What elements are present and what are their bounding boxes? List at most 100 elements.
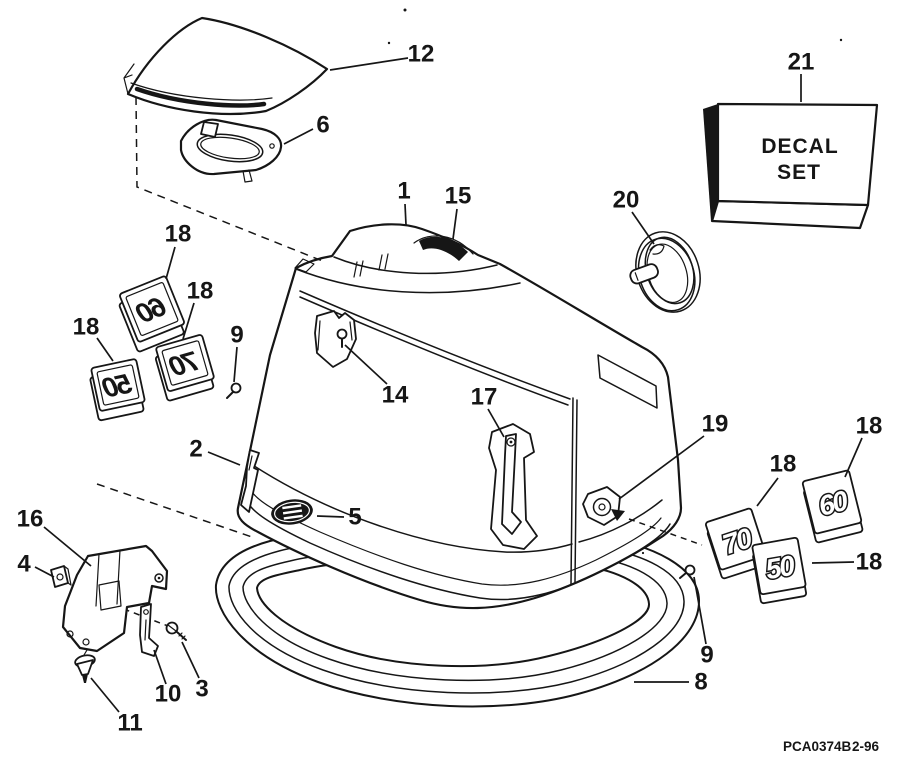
emblem-mirrored-50: 50: [89, 358, 146, 422]
callout-21-2: 21: [788, 49, 815, 76]
bracket-fold-line: [95, 549, 121, 607]
latch-pivot: [506, 437, 516, 447]
speck: [403, 8, 407, 12]
callout-leader-18-18: [811, 561, 855, 564]
latch-pivot-pin: [509, 440, 513, 444]
emblem-plate: [751, 536, 807, 596]
callout-17-11: 17: [471, 384, 498, 411]
front-latch-fold: [317, 320, 353, 351]
callout-3-23: 3: [195, 676, 208, 703]
lanyard-clip: [629, 263, 659, 285]
screw-shank: [176, 631, 187, 641]
align-keeper-to-screw: [628, 518, 703, 546]
box-front-face: [716, 102, 879, 207]
callout-leader-17-11: [487, 408, 505, 438]
brand-badge: [271, 499, 313, 525]
screw-slot: [167, 624, 177, 632]
callout-11-24: 11: [117, 710, 142, 737]
callout-leader-15-4: [452, 208, 458, 240]
side-latch-lever: [488, 423, 538, 550]
support-bracket-group: [50, 544, 187, 683]
trim-strip: [240, 449, 260, 513]
callout-leader-9-9: [233, 346, 238, 383]
gasket-hole: [269, 143, 275, 149]
callout-leader-1-3: [404, 203, 407, 226]
flange-line-1: [245, 499, 671, 601]
callout-leader-18-14: [844, 437, 863, 478]
side-face-stripe: [597, 354, 658, 409]
latch-lever-bar: [501, 433, 522, 535]
callout-9-9: 9: [230, 322, 243, 349]
badge-bar: [282, 504, 302, 510]
emblem-plate: [90, 358, 146, 412]
screw-shank: [226, 391, 234, 399]
clamp-slot: [144, 619, 147, 641]
deck-front-edge: [295, 268, 521, 294]
callout-leader-10-22: [153, 649, 167, 685]
hump-base-line: [333, 256, 498, 275]
callout-leader-11-24: [90, 677, 120, 713]
drawing-date: 2-96: [852, 739, 880, 754]
deck-vent-tick: [353, 260, 364, 278]
callout-16-17: 16: [17, 506, 44, 533]
bracket-foot-hole: [82, 638, 90, 646]
screw-head: [230, 382, 242, 394]
callout-leader-18-15: [756, 477, 779, 507]
callout-12-0: 12: [408, 41, 435, 68]
align-cover-to-cowl: [135, 96, 326, 263]
screw-shank: [679, 572, 687, 579]
flange-line-2: [251, 491, 662, 586]
callout-15-4: 15: [445, 183, 472, 210]
keeper-hole: [598, 503, 606, 511]
bracket-cutout: [98, 580, 122, 611]
bracket-foot-hole: [66, 630, 74, 638]
top-cover: [123, 16, 329, 116]
lanyard-hook: [649, 244, 665, 255]
callout-5-16: 5: [348, 504, 361, 531]
callout-leader-5-16: [316, 515, 345, 518]
screw-threads: [178, 632, 186, 640]
callout-18-6: 18: [165, 221, 192, 248]
plug-tip: [82, 674, 88, 683]
lower-crease-front: [247, 461, 573, 553]
gasket-opening-inner: [200, 136, 260, 160]
trim-strip-shape: [240, 449, 260, 513]
callout-8-21: 8: [694, 669, 707, 696]
badge-inner-ring: [274, 501, 310, 523]
callout-18-14: 18: [856, 413, 883, 440]
callout-19-13: 19: [702, 411, 729, 438]
callout-leader-18-7: [182, 302, 195, 340]
keeper-plate: [582, 486, 621, 526]
emblem-mirrored-70: 70: [154, 334, 215, 402]
emblem-plate-border: [161, 340, 209, 386]
clamp-hole: [143, 609, 149, 615]
mount-plug: [74, 649, 96, 683]
footer: PCA0374B 2-96: [783, 739, 880, 754]
callout-leader-18-8: [96, 337, 114, 362]
callout-leader-20-5: [631, 211, 655, 245]
callout-18-15: 18: [770, 451, 797, 478]
top-cover-tab: [123, 63, 135, 95]
screw-9-right: [679, 564, 696, 579]
top-cover-outline: [126, 16, 329, 116]
callout-20-5: 20: [613, 187, 640, 214]
badge-bar: [283, 514, 303, 520]
callout-leader-2-12: [207, 451, 241, 466]
trim-strip-line: [248, 455, 253, 471]
emblem-50: 50: [751, 536, 807, 605]
callout-18-18: 18: [856, 549, 883, 576]
panel-seam: [570, 397, 578, 585]
nut-hole: [56, 573, 64, 581]
keeper-ring: [592, 497, 612, 517]
align-bracket-to-cowl: [96, 483, 253, 538]
engine-cover: [236, 223, 683, 610]
lower-crease-side: [578, 499, 663, 543]
speck: [387, 41, 391, 45]
callout-2-12: 2: [189, 436, 202, 463]
callout-leader-14-10: [344, 344, 388, 385]
nut-side: [63, 565, 72, 586]
latch-screw-head: [336, 328, 348, 340]
callout-10-22: 10: [155, 681, 182, 708]
